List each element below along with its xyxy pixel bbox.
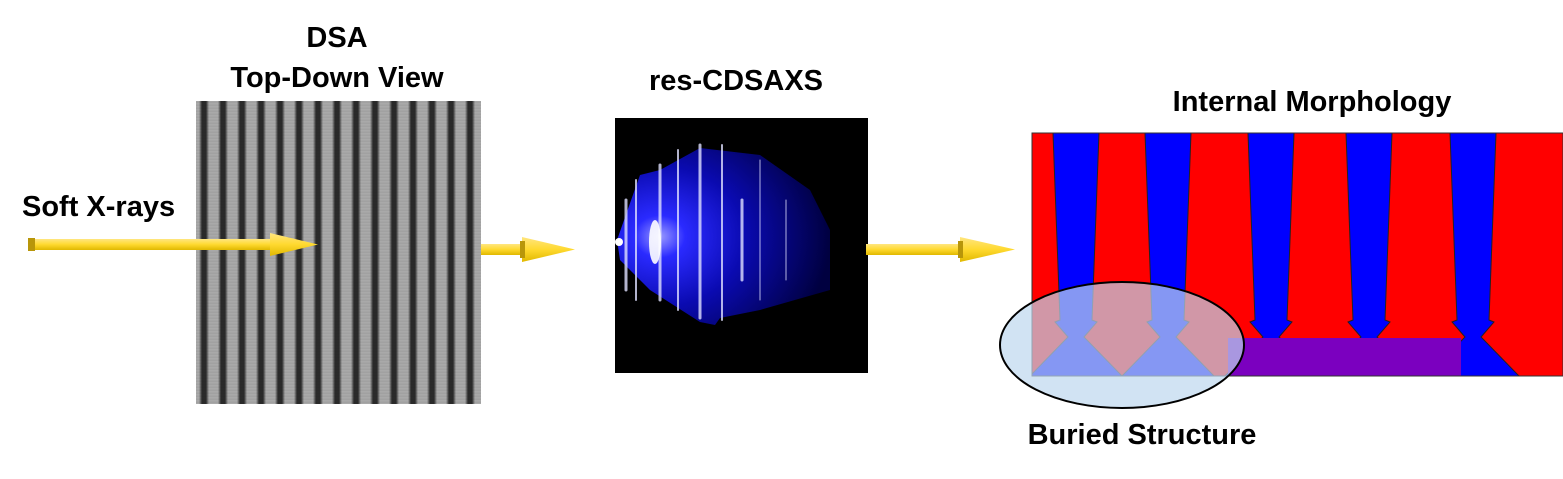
dsa-title-line1: DSA	[306, 22, 368, 54]
buried-structure-ellipse	[999, 281, 1245, 409]
soft-xrays-label: Soft X-rays	[22, 191, 176, 223]
arrow-to-saxs	[481, 237, 575, 262]
blue-domain-column	[1322, 133, 1416, 376]
dsa-title-line2: Top-Down View	[230, 62, 444, 94]
purple-underlayer	[1228, 338, 1461, 376]
morphology-title: Internal Morphology	[1172, 86, 1452, 118]
blue-domain-column	[1224, 133, 1318, 376]
saxs-title: res-CDSAXS	[648, 65, 824, 97]
dsa-top-down-sem-image	[196, 101, 481, 404]
buried-structure-label: Buried Structure	[1027, 419, 1257, 451]
soft-xray-arrow	[28, 233, 318, 256]
internal-morphology-cross-section	[1032, 133, 1563, 376]
arrow-to-morphology	[866, 237, 1015, 262]
blue-domain-column	[1426, 133, 1520, 376]
saxs-scattering-pattern	[615, 118, 868, 373]
